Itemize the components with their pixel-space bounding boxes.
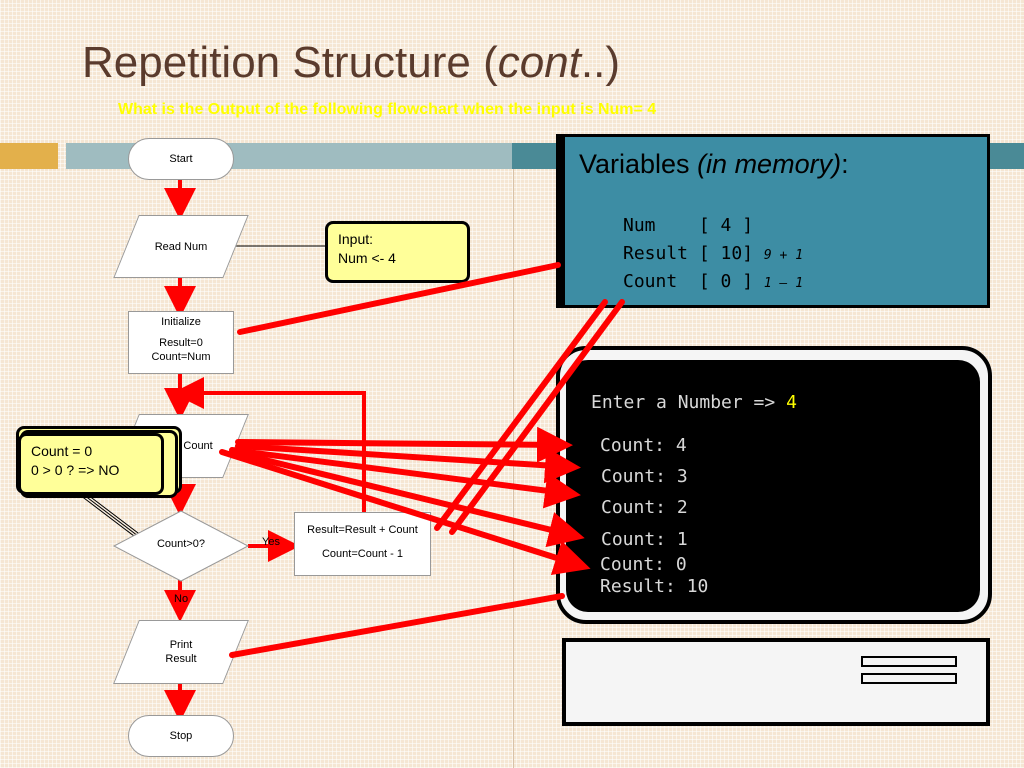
drive-slot <box>861 673 957 684</box>
screen-count-line: Count: 2 <box>601 497 688 518</box>
slide-subtitle: What is the Output of the following flow… <box>118 101 657 118</box>
slide-title: Repetition Structure (cont..) <box>82 38 621 87</box>
arrow-print-to-count-2 <box>229 447 581 509</box>
arrow-print-to-count-3 <box>235 443 581 484</box>
memory-rows: Num [ 4 ] Result [ 10] 9 + 1 Count [ 0 ]… <box>623 215 803 299</box>
memory-panel: Variables (in memory): Num [ 4 ] Result … <box>556 134 990 308</box>
decor-divider <box>513 169 514 768</box>
flow-decision-diamond <box>112 510 250 582</box>
arrow-process-to-memory <box>434 299 608 531</box>
screen-count-line: Count: 0 <box>600 554 687 575</box>
flow-start-node: Start <box>128 138 234 180</box>
screen-count-line: Count: 4 <box>600 435 687 456</box>
decor-bar-gold <box>0 143 58 169</box>
flow-read-node: Read Num <box>126 215 236 278</box>
flow-arrow-loop-back <box>172 377 366 520</box>
memory-row-result: Result [ 10] 9 + 1 <box>623 243 804 264</box>
screen-count-line: Count: 1 <box>601 529 688 550</box>
screen-result-line: Result: 10 <box>600 576 709 597</box>
screen-count-line: Count: 3 <box>601 466 688 487</box>
arrow-init-to-memory <box>237 262 561 335</box>
flow-stop-node: Stop <box>128 715 234 757</box>
arrow-print-to-count-0 <box>219 449 591 576</box>
drive-slot <box>861 656 957 667</box>
arrow-print-to-count-4 <box>235 426 573 463</box>
screen-prompt: Enter a Number => 4 <box>591 392 797 413</box>
flow-decision-label: Count>0? <box>156 538 205 550</box>
memory-row-count: Count [ 0 ] 1 – 1 <box>623 271 804 292</box>
flow-process-node: Result=Result + Count Count=Count - 1 <box>294 512 431 576</box>
flow-init-node: Initialize Result=0 Count=Num <box>128 311 234 374</box>
arrow-process-to-memory <box>449 299 625 535</box>
arrow-print-to-count-1 <box>229 449 585 548</box>
arrow-print-result-to-screen <box>229 593 565 658</box>
memory-title: Variables (in memory): <box>579 149 849 179</box>
memory-row-num: Num [ 4 ] <box>623 215 754 236</box>
count-callout: Count = 0 0 > 0 ? => NO <box>18 433 164 495</box>
flow-print-count-node: t Count <box>126 414 236 478</box>
monitor-screen <box>566 360 980 612</box>
input-callout: Input: Num <- 4 <box>325 221 470 283</box>
